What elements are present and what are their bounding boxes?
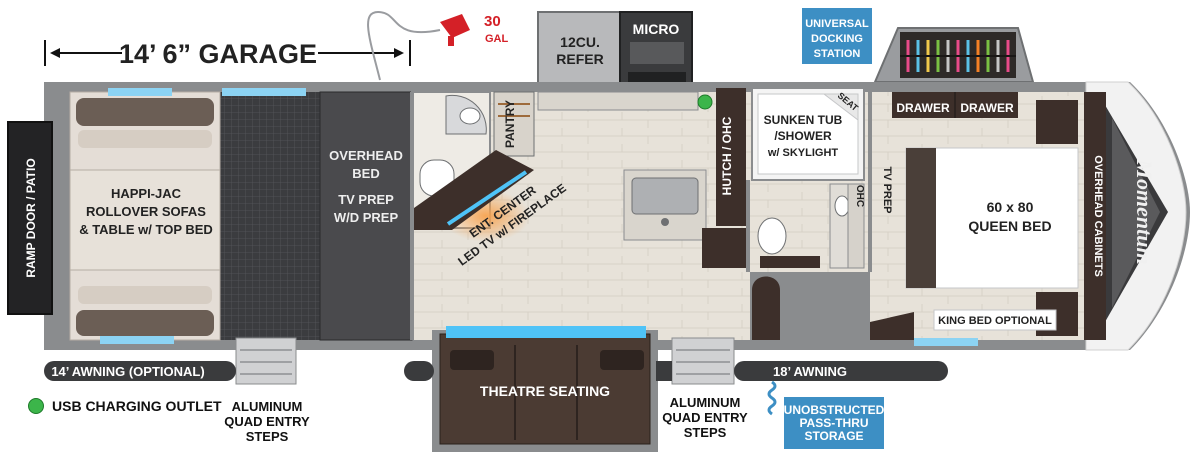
entry-steps-left: [235, 337, 297, 385]
svg-text:14’ AWNING (OPTIONAL): 14’ AWNING (OPTIONAL): [51, 364, 204, 379]
svg-text:OHC: OHC: [854, 185, 865, 207]
svg-text:BED: BED: [352, 166, 379, 181]
theatre-seating: THEATRE SEATING: [432, 326, 658, 452]
svg-text:W/D PREP: W/D PREP: [334, 210, 399, 225]
svg-text:QUEEN BED: QUEEN BED: [968, 218, 1051, 234]
entry-steps-right: [671, 337, 735, 385]
svg-text:OVERHEAD: OVERHEAD: [329, 148, 403, 163]
svg-text:& TABLE w/ TOP BED: & TABLE w/ TOP BED: [79, 222, 213, 237]
ramp-door: RAMP DOOR / PATIO: [7, 121, 53, 315]
king-bed-optional: KING BED OPTIONAL: [933, 309, 1057, 331]
svg-text:w/ SKYLIGHT: w/ SKYLIGHT: [767, 147, 839, 159]
window-garage-3: [100, 336, 174, 344]
svg-text:TV PREP: TV PREP: [338, 192, 394, 207]
overhead-cabinets: OVERHEAD CABINETS: [1084, 92, 1106, 340]
sunken-tub-shower: SUNKEN TUB /SHOWER w/ SKYLIGHT SEAT: [751, 87, 865, 181]
universal-docking-badge: UNIVERSAL DOCKING STATION: [802, 8, 872, 64]
usb-legend-label: USB CHARGING OUTLET: [52, 398, 222, 414]
brand-logo: Momentum: [1132, 158, 1157, 264]
svg-text:OVERHEAD CABINETS: OVERHEAD CABINETS: [1092, 155, 1104, 277]
bath-vanity: OHC: [752, 183, 865, 340]
garage-dimension-label: 14’ 6” GARAGE: [119, 39, 317, 69]
awning-14: 14’ AWNING (OPTIONAL): [44, 361, 434, 381]
kitchen-counter: [537, 91, 699, 111]
usb-dot-icon: [28, 398, 44, 414]
nightstand-top: [1036, 100, 1078, 144]
pantry: PANTRY: [493, 91, 535, 157]
svg-text:STATION: STATION: [814, 48, 861, 60]
svg-text:12CU.: 12CU.: [560, 34, 600, 50]
svg-text:/SHOWER: /SHOWER: [774, 129, 832, 143]
pass-thru-storage-badge: UNOBSTRUCTED PASS-THRU STORAGE: [784, 397, 884, 449]
queen-bed: 60 x 80 QUEEN BED: [905, 147, 1079, 289]
usb-legend: USB CHARGING OUTLET: [28, 398, 222, 414]
svg-text:REFER: REFER: [556, 51, 603, 67]
svg-text:UNIVERSAL: UNIVERSAL: [805, 18, 869, 30]
svg-text:RAMP DOOR / PATIO: RAMP DOOR / PATIO: [24, 158, 38, 277]
svg-text:MICRO: MICRO: [633, 21, 680, 37]
svg-text:HUTCH / OHC: HUTCH / OHC: [720, 116, 734, 195]
svg-text:HAPPI-JAC: HAPPI-JAC: [111, 186, 182, 201]
fuel-capacity: 30: [484, 13, 501, 30]
garage-dimension: 14’ 6” GARAGE: [44, 39, 411, 69]
sewer-hose-icon: [767, 380, 777, 416]
window-garage-2: [222, 88, 306, 96]
rollover-sofa-top: [69, 91, 221, 171]
rollover-sofa-bottom: [69, 269, 221, 341]
bedroom-door-cabinet: [870, 312, 914, 340]
tv-prep-bedroom: TV PREP: [881, 166, 893, 213]
svg-text:SUNKEN TUB: SUNKEN TUB: [764, 113, 843, 127]
kitchen-island: [623, 169, 707, 241]
bedroom-drawers: DRAWER DRAWER: [892, 92, 1018, 118]
overhead-bed: OVERHEAD BED TV PREP W/D PREP: [319, 91, 413, 341]
svg-text:THEATRE SEATING: THEATRE SEATING: [480, 383, 610, 399]
window-bedroom: [914, 338, 978, 346]
awning-18: 18’ AWNING: [656, 361, 948, 381]
svg-text:18’ AWNING: 18’ AWNING: [773, 364, 847, 379]
svg-text:PANTRY: PANTRY: [503, 100, 517, 148]
svg-text:60 x 80: 60 x 80: [987, 199, 1034, 215]
fuel-station-icon: 30 GAL: [367, 10, 509, 81]
fuel-unit: GAL: [485, 33, 509, 45]
wardrobe-closet: [873, 27, 1035, 83]
hutch-ohc: HUTCH / OHC: [702, 88, 746, 268]
entry-steps-left-label: ALUMINUM QUAD ENTRY STEPS: [224, 399, 310, 444]
svg-text:DRAWER: DRAWER: [896, 101, 950, 115]
svg-text:ROLLOVER SOFAS: ROLLOVER SOFAS: [86, 204, 206, 219]
svg-text:DRAWER: DRAWER: [960, 101, 1014, 115]
interior-walls: [410, 92, 872, 340]
svg-text:KING BED OPTIONAL: KING BED OPTIONAL: [938, 315, 1052, 327]
entry-steps-right-label: ALUMINUM QUAD ENTRY STEPS: [662, 395, 748, 440]
sofa-table: HAPPI-JAC ROLLOVER SOFAS & TABLE w/ TOP …: [69, 169, 221, 271]
window-garage-1: [108, 88, 172, 96]
usb-outlet-kitchen: [697, 94, 713, 110]
svg-text:DOCKING: DOCKING: [811, 33, 863, 45]
